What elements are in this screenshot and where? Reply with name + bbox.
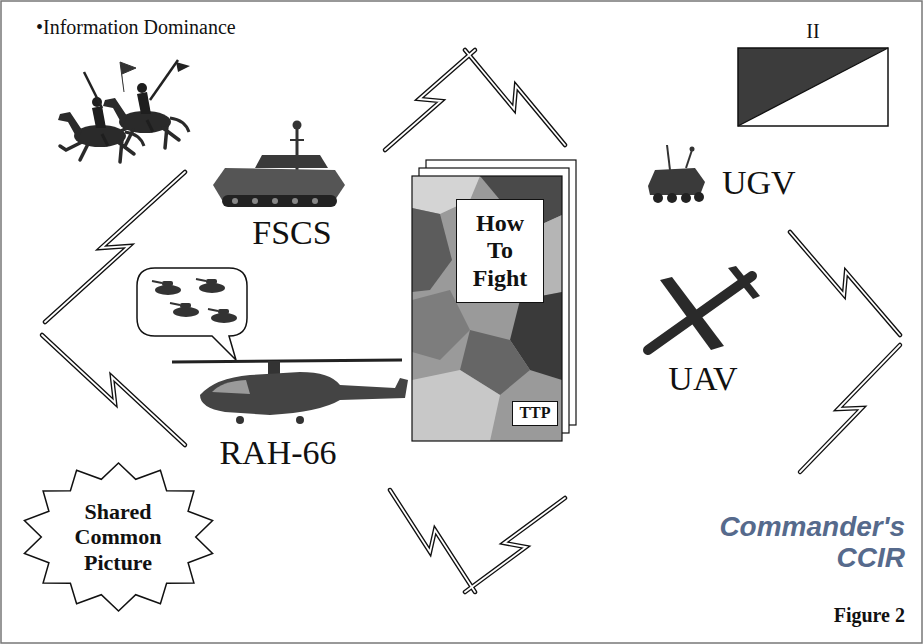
helicopter-picture <box>236 416 244 424</box>
document-stack <box>412 176 562 441</box>
speech-bubble <box>208 309 237 323</box>
cavalry-picture <box>150 60 178 100</box>
ugv-vehicle <box>667 193 677 203</box>
document-stack <box>412 176 562 441</box>
aircraft-label: RAH-66 <box>219 434 336 471</box>
vehicle-label: UGV <box>722 164 796 201</box>
cavalry-picture <box>84 72 102 108</box>
lightning-link <box>465 50 565 145</box>
uav-aircraft <box>728 266 760 299</box>
cavalry-picture <box>176 62 190 72</box>
helicopter-picture <box>268 361 280 375</box>
map-patch <box>412 176 562 441</box>
lightning-link <box>465 498 565 592</box>
fscs-vehicle <box>232 198 238 204</box>
lightning-link <box>42 335 185 445</box>
map-patch <box>412 370 500 441</box>
ugv-vehicle <box>686 150 692 168</box>
lightning-link <box>385 50 475 150</box>
helicopter-picture <box>200 372 408 415</box>
speech-bubble <box>152 281 181 295</box>
fscs-vehicle <box>312 198 318 204</box>
lightning-link <box>800 345 900 472</box>
map-patch <box>412 208 452 292</box>
helicopter-picture <box>296 416 304 424</box>
lightning-link <box>465 498 565 592</box>
lightning-link <box>790 232 900 335</box>
fscs-vehicle <box>222 195 337 207</box>
box-text: How To Fight <box>473 210 528 293</box>
starburst-outline <box>24 463 212 611</box>
vehicle-label: FSCS <box>252 214 331 251</box>
lightning-link <box>385 50 475 150</box>
tag-box: TTP <box>512 401 558 426</box>
lightning-link <box>465 50 565 145</box>
speech-bubble <box>137 268 247 360</box>
lightning-link <box>790 232 900 335</box>
title-box: How To Fight <box>456 199 544 303</box>
fscs-vehicle <box>213 121 345 208</box>
box-text: TTP <box>519 404 550 422</box>
ugv-vehicle <box>690 147 695 152</box>
uav-aircraft <box>648 266 760 350</box>
cavalry-picture <box>120 62 136 92</box>
unit-symbol <box>738 48 888 126</box>
ugv-vehicle <box>681 193 691 203</box>
speech-bubble <box>137 268 247 360</box>
lightning-link <box>800 345 900 472</box>
fscs-vehicle <box>292 198 298 204</box>
cavalry-picture <box>58 60 190 162</box>
figure-caption: Figure 2 <box>834 604 905 626</box>
speech-bubble <box>170 303 199 317</box>
ugv-vehicle <box>653 193 663 203</box>
fscs-vehicle <box>255 155 328 168</box>
ugv-vehicle <box>694 192 704 202</box>
ugv-vehicle <box>667 145 670 170</box>
fscs-vehicle <box>290 139 304 141</box>
uav-aircraft <box>660 277 724 350</box>
helicopter-picture <box>212 380 250 394</box>
starburst-callout: Shared Common Picture <box>20 461 217 613</box>
fscs-vehicle <box>293 121 302 130</box>
fscs-vehicle <box>252 198 258 204</box>
helicopter-picture <box>172 360 402 362</box>
unit-symbol <box>738 48 888 126</box>
speech-bubble <box>196 279 225 293</box>
unit-symbol <box>738 48 888 126</box>
heading-text: •Information Dominance <box>36 16 236 38</box>
ugv-vehicle <box>648 168 705 195</box>
uav-aircraft <box>648 276 752 350</box>
ugv-vehicle <box>648 145 705 203</box>
callout-text: Commander's CCIR <box>719 512 905 574</box>
lightning-link <box>42 335 185 445</box>
unit-size-marker: II <box>806 20 819 42</box>
helicopter-picture <box>172 360 408 424</box>
unit-symbol <box>738 48 888 126</box>
fscs-vehicle <box>272 198 278 204</box>
lightning-link <box>390 490 475 592</box>
document-stack <box>412 160 576 441</box>
lightning-link <box>390 490 475 592</box>
callout-text: Shared Common Picture <box>75 499 162 575</box>
aircraft-label: UAV <box>668 360 737 397</box>
